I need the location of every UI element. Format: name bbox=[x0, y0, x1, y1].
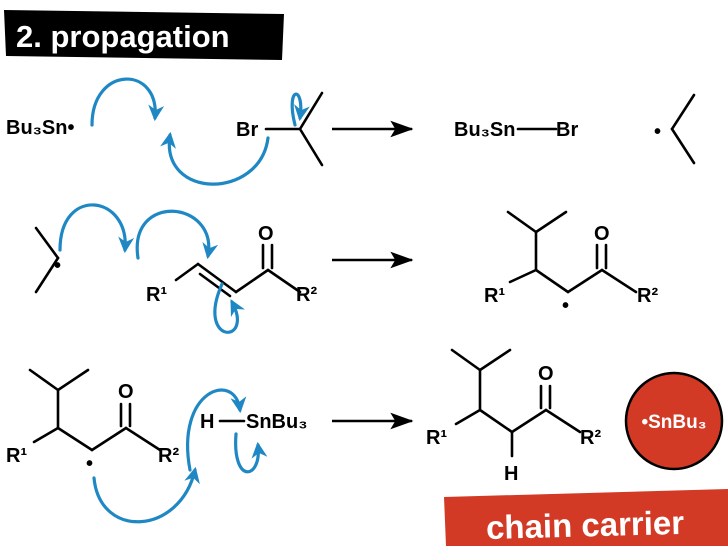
radical-dot: • bbox=[654, 121, 661, 143]
slide-title: 2. propagation bbox=[16, 19, 230, 54]
alpha-carbonyl-radical-product bbox=[506, 210, 638, 294]
r2-label: R² bbox=[296, 284, 317, 306]
tributyltin-hydride-label: SnBu₃ bbox=[246, 411, 307, 433]
reduced-r2-label: R² bbox=[580, 427, 601, 449]
electron-arrows-row-3 bbox=[92, 388, 268, 524]
product-r2-label: R² bbox=[637, 285, 658, 307]
isopropyl-radical: • bbox=[34, 226, 61, 294]
title-banner: 2. propagation bbox=[4, 10, 284, 60]
tributyltin-bromide-product: Bu₃Sn Br bbox=[454, 119, 578, 141]
electron-arrows-row-2 bbox=[58, 203, 246, 334]
curved-arrow-pi-bond-shift bbox=[213, 282, 246, 334]
tributyltin-label: Bu₃Sn bbox=[454, 119, 515, 141]
badge-text: chain carrier bbox=[486, 504, 685, 546]
carrier-circle-background bbox=[624, 371, 724, 471]
curved-arrow-alkene-attack bbox=[135, 209, 219, 260]
curved-arrow-h-sn-bond bbox=[186, 388, 247, 472]
reaction-row-1: Bu₃Sn• Br Bu₃Sn Br • bbox=[6, 77, 696, 186]
badge-background bbox=[444, 489, 728, 546]
title-background bbox=[4, 10, 284, 60]
radical-dot: • bbox=[562, 295, 569, 317]
r1-label: R¹ bbox=[146, 284, 167, 306]
product-oxygen-label: O bbox=[594, 223, 610, 245]
tert-butyl-radical-product: • bbox=[654, 93, 696, 165]
curved-arrow-sn-to-br bbox=[90, 77, 165, 127]
tributyltin-radical-label: Bu₃Sn• bbox=[6, 117, 74, 139]
bromine-label: Br bbox=[236, 119, 258, 141]
reduced-product-skeleton bbox=[450, 348, 582, 458]
radical-dot: • bbox=[86, 453, 93, 475]
curved-arrow-radical-to-h bbox=[92, 466, 200, 524]
curved-arrow-radical-to-alkene bbox=[58, 203, 135, 254]
curved-arrow-c-br-bond bbox=[290, 92, 310, 127]
carbonyl-oxygen-label: O bbox=[258, 223, 274, 245]
reaction-row-2: • O R¹ R² O bbox=[34, 203, 658, 334]
electron-arrows-row-1 bbox=[90, 77, 310, 186]
carrier-label: •SnBu₃ bbox=[641, 412, 706, 433]
product-bromine-label: Br bbox=[556, 119, 578, 141]
enone-skeleton bbox=[174, 243, 302, 298]
chain-carrier-badge: chain carrier bbox=[444, 489, 728, 546]
hydrogen-label: H bbox=[200, 411, 214, 433]
new-hydrogen-label: H bbox=[504, 463, 518, 485]
reduced-oxygen-label: O bbox=[538, 363, 554, 385]
reaction-row-3: O R¹ R² • H SnBu₃ O R¹ R² H bbox=[6, 348, 724, 524]
intermediate-r2-label: R² bbox=[158, 445, 179, 467]
intermediate-r1-label: R¹ bbox=[6, 445, 27, 467]
chain-carrier-circle: •SnBu₃ bbox=[624, 371, 724, 471]
tert-butyl-bromide-skeleton bbox=[264, 91, 324, 167]
radical-dot: • bbox=[54, 255, 61, 277]
reduced-r1-label: R¹ bbox=[426, 427, 447, 449]
curved-arrow-br-to-sn bbox=[160, 131, 270, 186]
curved-arrow-sn-leaving bbox=[234, 432, 268, 474]
intermediate-oxygen-label: O bbox=[118, 381, 134, 403]
product-r1-label: R¹ bbox=[484, 285, 505, 307]
radical-intermediate-skeleton bbox=[28, 368, 162, 452]
